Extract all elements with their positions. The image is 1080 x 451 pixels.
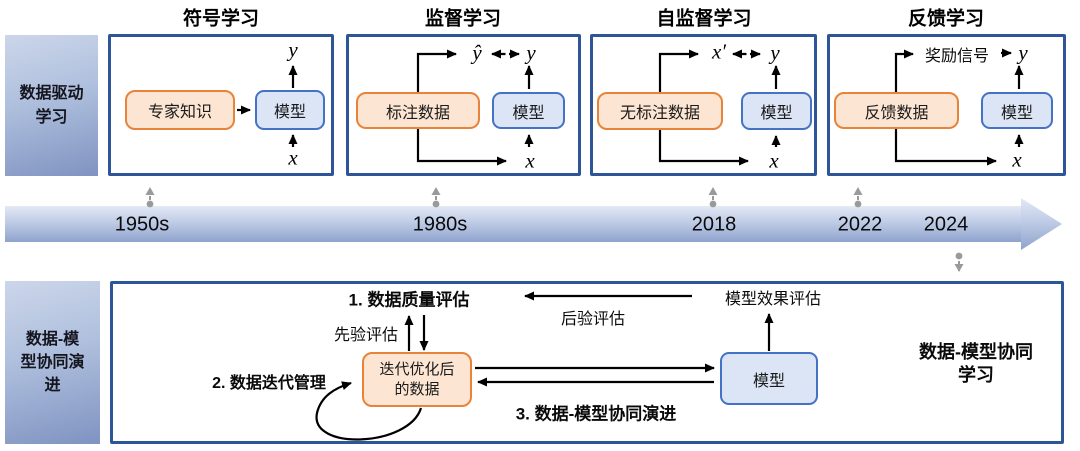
timeline-year-1980s: 1980s	[412, 213, 468, 236]
output-y-label-symbolic: y	[288, 37, 298, 62]
unlabeled-data-box: 无标注数据	[597, 92, 723, 130]
row-label-data-model-coevolution: 数据-模型协同演进	[5, 281, 100, 444]
output-y-label-supervised: y	[526, 40, 536, 65]
panel-data-model-coevolution	[110, 281, 1064, 444]
feedback-data-box: 反馈数据	[834, 92, 959, 129]
output-y-label-self-supervised: y	[770, 40, 780, 65]
model-box-self-supervised: 模型	[741, 92, 812, 130]
model-box-feedback: 模型	[981, 92, 1053, 129]
input-x-label-symbolic: x	[288, 145, 298, 170]
posterior-evaluation-label: 后验评估	[560, 311, 626, 328]
reconstruction-xprime-label: x′	[712, 39, 726, 64]
input-x-label-supervised: x	[525, 148, 535, 173]
panel-title-self-supervised: 自监督学习	[656, 8, 752, 30]
step3-data-model-coevolution: 3. 数据-模型协同演进	[515, 404, 677, 424]
model-box-supervised: 模型	[492, 92, 565, 129]
expert-knowledge-box: 专家知识	[125, 90, 235, 130]
data-model-collaborative-learning-headline: 数据-模型协同学习	[919, 342, 1033, 386]
timeline-arrowhead	[1021, 198, 1062, 250]
step2-data-iteration-management: 2. 数据迭代管理	[212, 375, 326, 392]
panel-title-supervised: 监督学习	[424, 8, 502, 30]
input-x-label-feedback: x	[1012, 147, 1022, 172]
prior-evaluation-label: 先验评估	[333, 327, 399, 344]
panel-title-feedback: 反馈学习	[907, 8, 985, 30]
step1-data-quality-evaluation: 1. 数据质量评估	[348, 290, 470, 310]
model-box-symbolic: 模型	[255, 90, 325, 130]
iteratively-optimized-data-box: 迭代优化后的数据	[362, 352, 472, 407]
model-box-coevolution: 模型	[720, 352, 818, 405]
panel-title-symbolic: 符号学习	[182, 8, 260, 30]
timeline-year-1950s: 1950s	[114, 213, 170, 236]
output-y-label-feedback: y	[1018, 40, 1028, 65]
timeline-year-2018: 2018	[691, 213, 737, 236]
timeline-year-2024: 2024	[923, 213, 969, 236]
timeline-year-2022: 2022	[837, 213, 883, 236]
labeled-data-box: 标注数据	[356, 92, 480, 129]
prediction-yhat-label: ŷ	[472, 40, 482, 65]
model-effect-evaluation-label: 模型效果评估	[724, 291, 822, 308]
reward-signal-label: 奖励信号	[924, 48, 990, 65]
row-label-data-driven-learning: 数据驱动学习	[5, 35, 98, 176]
input-x-label-self-supervised: x	[769, 148, 779, 173]
